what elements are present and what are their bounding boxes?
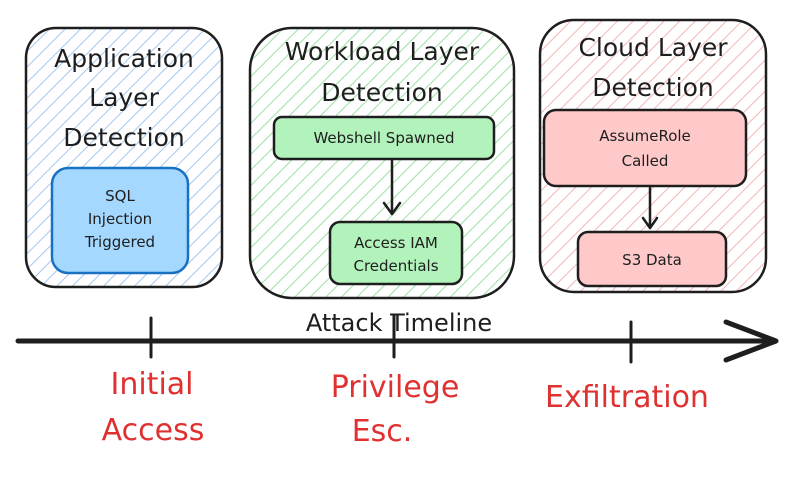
workload-layer-panel: Workload Layer Detection Webshell Spawne… [248, 26, 516, 300]
application-layer-title-line-1: Application [54, 44, 194, 73]
phase-exfiltration: Exfiltration [545, 380, 709, 415]
access-iam-line-2: Credentials [353, 257, 438, 275]
access-iam-credentials-node: Access IAM Credentials [328, 220, 464, 286]
timeline-axis-label: Attack Timeline [306, 309, 492, 337]
workload-layer-title-line-1: Workload Layer [285, 37, 480, 66]
sql-injection-line-2: Injection [88, 210, 152, 228]
assumerole-called-node: AssumeRole Called [542, 108, 748, 188]
phase-labels: Initial Access Privilege Esc. Exfiltrati… [102, 367, 709, 449]
sql-injection-line-3: Triggered [84, 233, 155, 251]
phase-initial-access-line-2: Access [102, 413, 205, 448]
s3-data-label: S3 Data [622, 251, 682, 269]
application-layer-title-line-3: Detection [63, 123, 184, 152]
phase-initial-access-line-1: Initial [110, 367, 193, 402]
timeline-axis: Attack Timeline [15, 309, 779, 364]
webshell-to-iam-arrow [382, 158, 402, 216]
cloud-layer-title-line-1: Cloud Layer [578, 33, 728, 62]
cloud-layer-panel: Cloud Layer Detection AssumeRole Called … [538, 18, 768, 294]
s3-data-node: S3 Data [576, 230, 728, 288]
application-layer-panel: Application Layer Detection SQL Injectio… [24, 26, 224, 289]
application-layer-title-line-2: Layer [89, 83, 159, 112]
phase-privilege-esc-line-1: Privilege [331, 370, 460, 405]
assumerole-line-1: AssumeRole [599, 127, 691, 145]
workload-layer-title-line-2: Detection [321, 78, 442, 107]
access-iam-line-1: Access IAM [354, 234, 438, 252]
assumerole-line-2: Called [622, 152, 669, 170]
cloud-layer-title-line-2: Detection [592, 73, 713, 102]
webshell-spawned-label: Webshell Spawned [313, 129, 454, 147]
sql-injection-node: SQL Injection Triggered [50, 166, 190, 275]
phase-privilege-esc-line-2: Esc. [352, 414, 413, 449]
sql-injection-line-1: SQL [105, 187, 135, 205]
assumerole-to-s3-arrow [641, 186, 659, 230]
webshell-spawned-node: Webshell Spawned [272, 115, 496, 161]
